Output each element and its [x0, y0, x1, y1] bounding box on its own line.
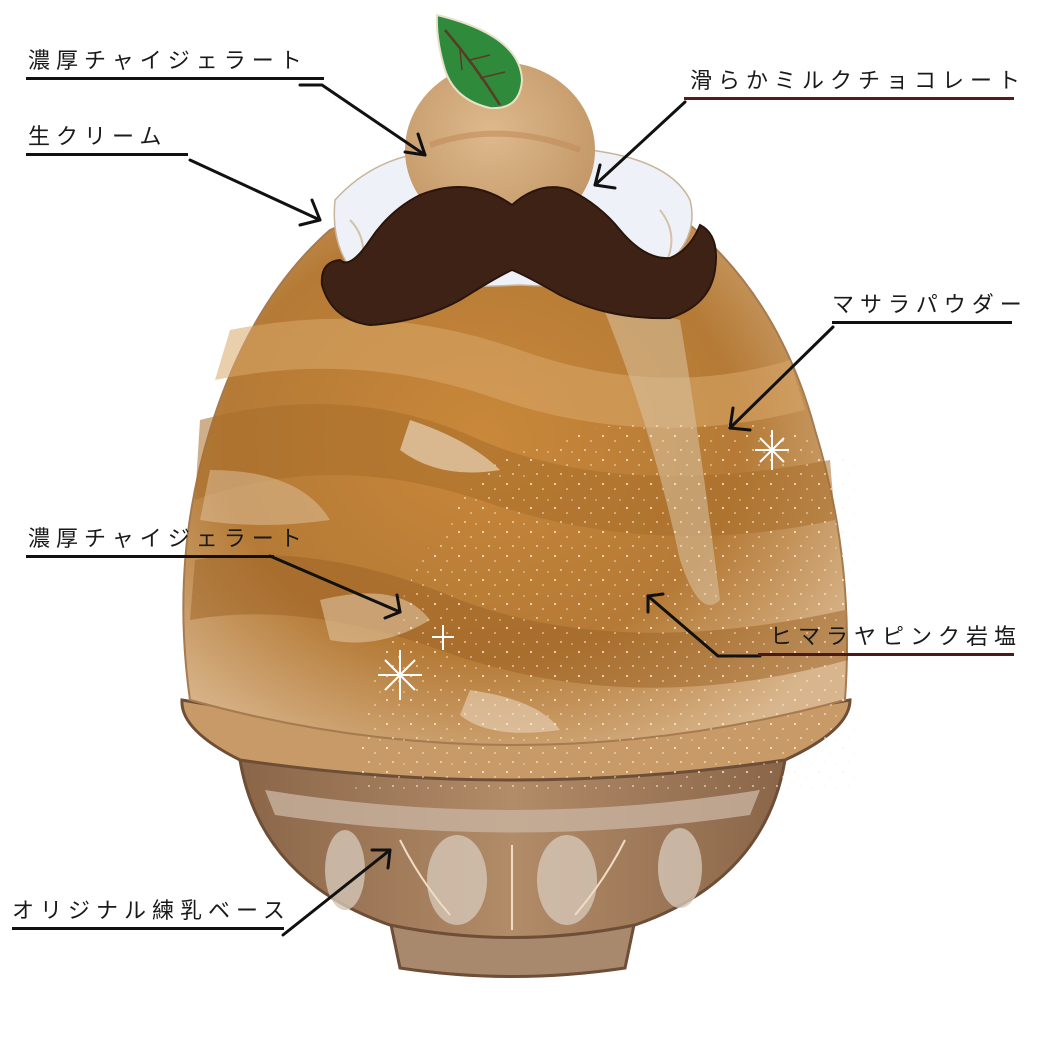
- label-chai-gelato-top: 濃厚チャイジェラート: [26, 48, 324, 80]
- label-milk-chocolate: 滑らかミルクチョコレート: [684, 68, 1027, 100]
- label-text: ヒマラヤピンク岩塩: [770, 625, 1023, 650]
- label-text: 滑らかミルクチョコレート: [690, 69, 1027, 94]
- label-text: 生クリーム: [28, 125, 168, 150]
- label-text: 濃厚チャイジェラート: [28, 527, 308, 552]
- label-masala-powder: マサラパウダー: [832, 292, 1028, 324]
- label-chai-gelato-middle: 濃厚チャイジェラート: [26, 526, 308, 558]
- shaved-ice-dome: [170, 90, 860, 790]
- label-text: マサラパウダー: [832, 293, 1028, 318]
- chocolate-mustache: [320, 186, 717, 327]
- label-fresh-cream: 生クリーム: [26, 124, 188, 156]
- label-text: オリジナル練乳ベース: [12, 899, 291, 924]
- label-text: 濃厚チャイジェラート: [28, 49, 308, 74]
- label-himalayan-pink-salt: ヒマラヤピンク岩塩: [758, 624, 1023, 656]
- label-condensed-milk-base: オリジナル練乳ベース: [12, 898, 291, 930]
- mint-leaf: [435, 13, 524, 110]
- leader-lines: [188, 83, 835, 937]
